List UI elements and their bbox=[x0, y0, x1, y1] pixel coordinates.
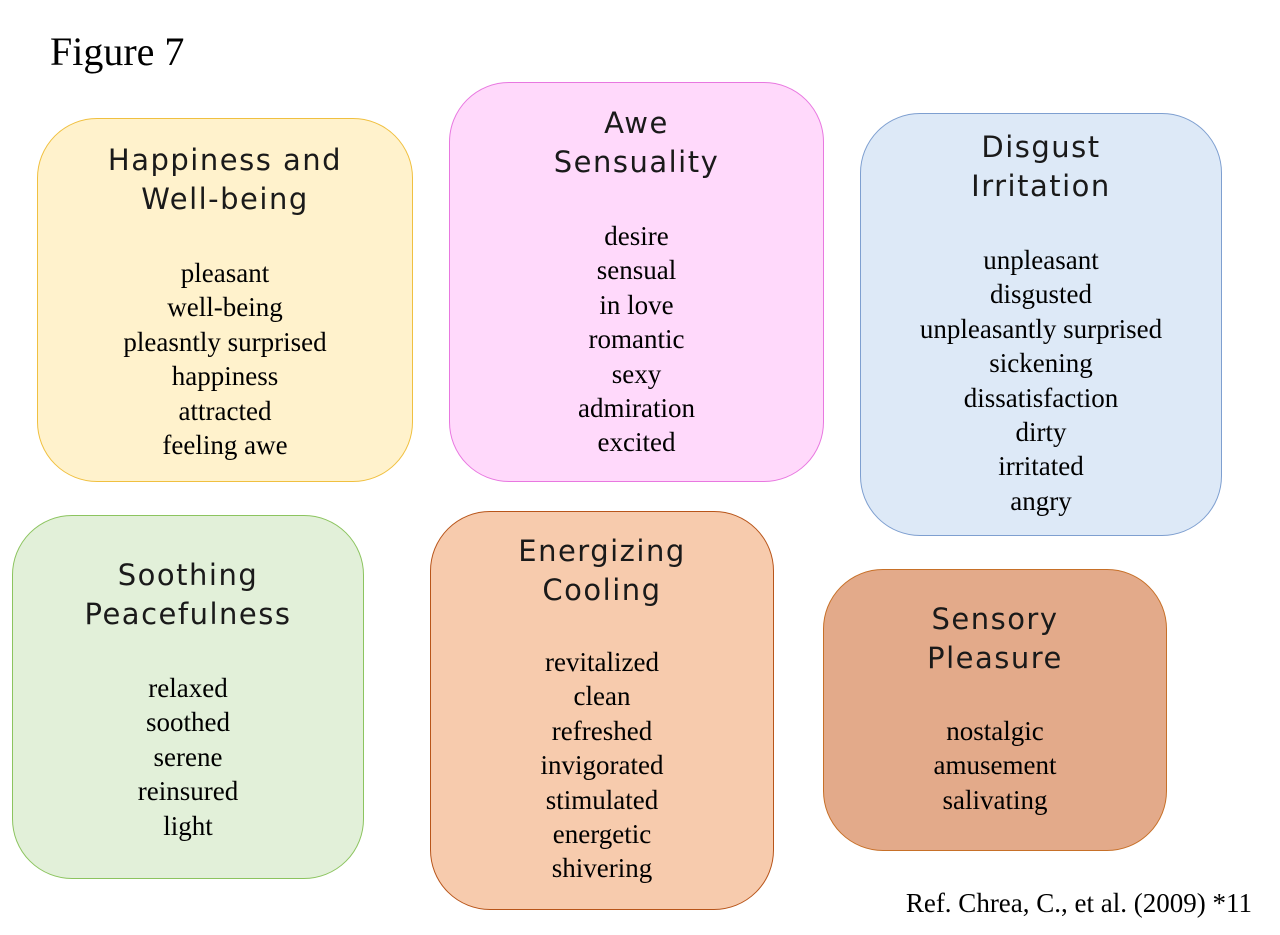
box-title-line: Irritation bbox=[971, 169, 1111, 203]
term-item: dissatisfaction bbox=[963, 382, 1119, 413]
term-item: pleasant bbox=[180, 258, 270, 288]
term-item: clean bbox=[573, 681, 631, 712]
box-title-line: Awe bbox=[604, 106, 669, 140]
reference-citation: Ref. Chrea, C., et al. (2009) *11 bbox=[905, 888, 1252, 918]
term-item: feeling awe bbox=[162, 430, 288, 461]
term-item: sexy bbox=[611, 358, 662, 389]
term-item: desire bbox=[604, 221, 669, 251]
box-title-line: Happiness and bbox=[107, 143, 343, 177]
box-title-line: Soothing bbox=[117, 558, 259, 592]
box-title: Happiness and Well-being bbox=[38, 141, 412, 219]
box-title-line: Sensuality bbox=[553, 145, 720, 179]
box-title-line: Well-being bbox=[141, 182, 309, 216]
term-item: serene bbox=[153, 741, 223, 772]
term-item: sickening bbox=[989, 348, 1093, 379]
box-title-line: Pleasure bbox=[927, 641, 1063, 675]
emotion-box-disgust-irritation: Disgust Irritation unpleasant disgusted … bbox=[860, 113, 1222, 536]
term-item: unpleasant bbox=[983, 245, 1099, 275]
term-item: shivering bbox=[551, 853, 653, 884]
term-item: well-being bbox=[167, 292, 283, 323]
term-item: revitalized bbox=[545, 647, 659, 677]
term-item: unpleasantly surprised bbox=[919, 313, 1163, 344]
box-title: Awe Sensuality bbox=[450, 104, 823, 182]
term-item: reinsured bbox=[137, 776, 239, 807]
box-title: Sensory Pleasure bbox=[824, 600, 1166, 678]
term-item: relaxed bbox=[148, 673, 228, 703]
term-list: desire sensual in love romantic sexy adm… bbox=[450, 219, 823, 460]
term-item: amusement bbox=[933, 750, 1057, 781]
figure-title: Figure 7 bbox=[50, 29, 185, 74]
term-item: romantic bbox=[588, 324, 685, 355]
term-item: attracted bbox=[178, 395, 272, 426]
box-title-line: Cooling bbox=[542, 573, 662, 607]
term-item: energetic bbox=[552, 819, 652, 850]
term-item: irritated bbox=[998, 451, 1084, 482]
term-item: nostalgic bbox=[946, 716, 1044, 746]
term-list: relaxed soothed serene reinsured light bbox=[13, 671, 363, 843]
term-item: admiration bbox=[578, 393, 695, 424]
box-title-line: Peacefulness bbox=[84, 597, 292, 631]
term-item: angry bbox=[1010, 485, 1072, 516]
term-item: refreshed bbox=[551, 715, 653, 746]
term-item: invigorated bbox=[540, 750, 664, 781]
term-list: unpleasant disgusted unpleasantly surpri… bbox=[861, 243, 1221, 518]
term-item: dirty bbox=[1015, 417, 1067, 448]
term-item: disgusted bbox=[989, 279, 1092, 310]
term-item: pleasntly surprised bbox=[123, 326, 327, 357]
emotion-box-happiness-well-being: Happiness and Well-being pleasant well-b… bbox=[37, 118, 413, 482]
emotion-box-soothing-peacefulness: Soothing Peacefulness relaxed soothed se… bbox=[12, 515, 364, 879]
term-item: light bbox=[163, 810, 213, 841]
term-item: happiness bbox=[171, 361, 279, 392]
box-title: Soothing Peacefulness bbox=[13, 556, 363, 634]
term-item: excited bbox=[597, 427, 676, 458]
emotion-box-sensory-pleasure: Sensory Pleasure nostalgic amusement sal… bbox=[823, 569, 1167, 851]
term-list: pleasant well-being pleasntly surprised … bbox=[38, 256, 412, 462]
term-item: in love bbox=[599, 289, 674, 320]
emotion-box-energizing-cooling: Energizing Cooling revitalized clean ref… bbox=[430, 511, 774, 910]
term-list: revitalized clean refreshed invigorated … bbox=[431, 645, 773, 886]
box-title: Disgust Irritation bbox=[861, 128, 1221, 206]
term-item: stimulated bbox=[545, 784, 659, 815]
term-item: salivating bbox=[942, 784, 1048, 815]
box-title-line: Sensory bbox=[931, 602, 1059, 636]
box-title-line: Energizing bbox=[518, 534, 686, 568]
term-item: sensual bbox=[596, 255, 677, 286]
term-item: soothed bbox=[146, 707, 230, 738]
box-title-line: Disgust bbox=[981, 130, 1101, 164]
emotion-box-awe-sensuality: Awe Sensuality desire sensual in love ro… bbox=[449, 82, 824, 482]
box-title: Energizing Cooling bbox=[431, 532, 773, 610]
term-list: nostalgic amusement salivating bbox=[824, 714, 1166, 817]
